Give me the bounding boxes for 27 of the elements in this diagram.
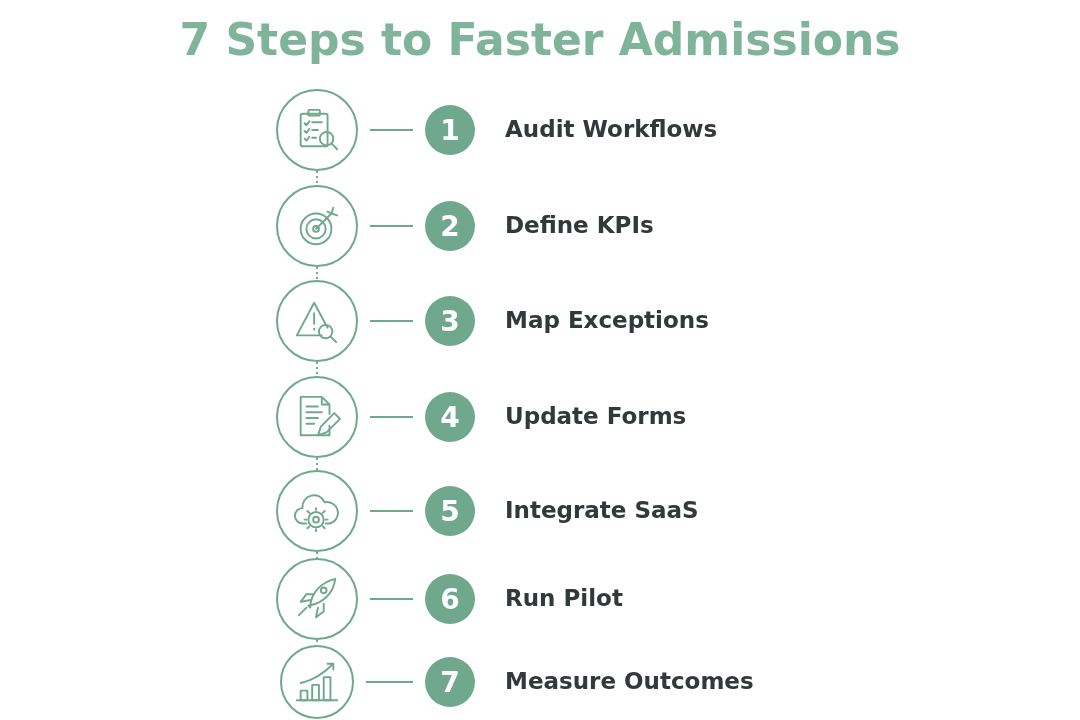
connector-line xyxy=(369,510,414,512)
dotted-connector xyxy=(316,170,318,186)
step-number-circle: 2 xyxy=(425,201,475,251)
dotted-connector xyxy=(316,266,318,281)
step-label: Run Pilot xyxy=(505,587,623,610)
connector-line xyxy=(369,320,414,322)
step-number-circle: 3 xyxy=(425,296,475,346)
connector-line xyxy=(369,598,414,600)
dotted-connector xyxy=(316,361,318,377)
connector-line xyxy=(369,129,414,131)
connector-line xyxy=(369,416,414,418)
title: 7 Steps to Faster Admissions xyxy=(179,14,901,65)
connector-line xyxy=(365,681,414,683)
step-label: Update Forms xyxy=(505,405,687,428)
dotted-connector xyxy=(316,551,318,559)
connector-line xyxy=(369,225,414,227)
step-number-circle: 1 xyxy=(425,105,475,155)
step-label: Measure Outcomes xyxy=(505,670,754,693)
step-label: Audit Workflows xyxy=(505,118,718,141)
step-label: Integrate SaaS xyxy=(505,499,699,522)
step-number-circle: 5 xyxy=(425,486,475,536)
step-number-circle: 4 xyxy=(425,392,475,442)
step-label: Map Exceptions xyxy=(505,309,709,332)
step-label: Define KPIs xyxy=(505,214,654,237)
step-number-circle: 7 xyxy=(425,657,475,707)
dotted-connector xyxy=(316,457,318,471)
step-number-circle: 6 xyxy=(425,574,475,624)
